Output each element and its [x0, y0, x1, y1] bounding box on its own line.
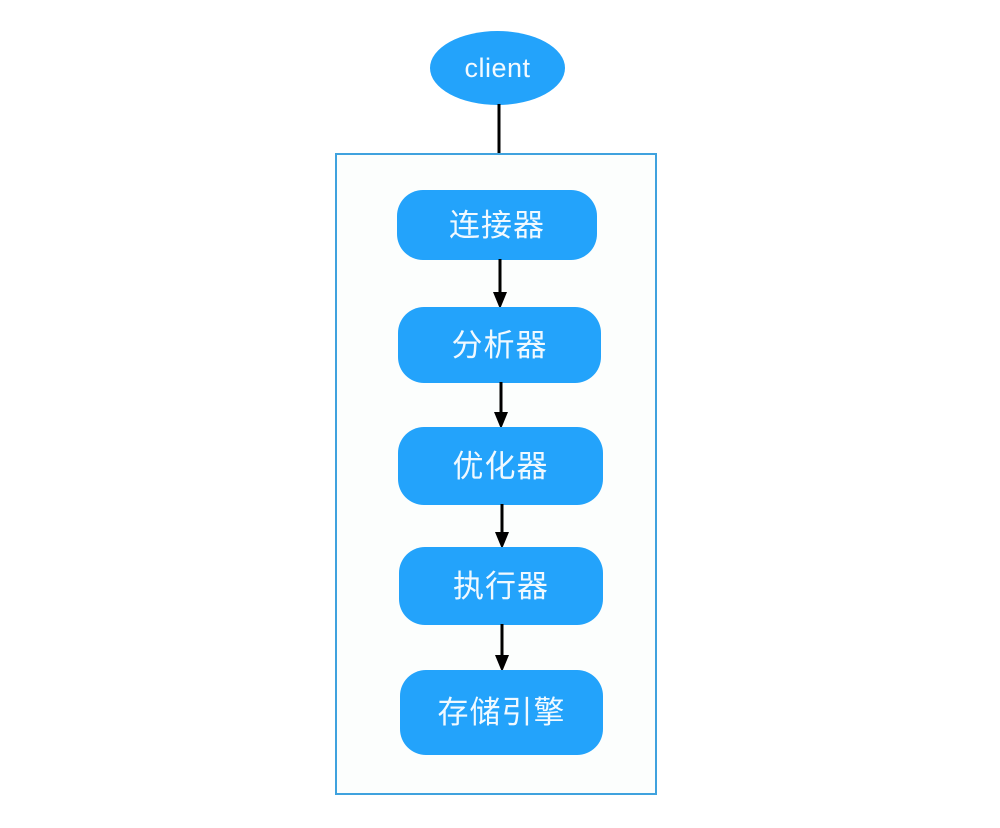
arrow-analyzer-to-optimizer [490, 382, 512, 429]
node-executor-label: 执行器 [453, 568, 549, 604]
arrow-optimizer-to-executor [491, 504, 513, 549]
node-connector-label: 连接器 [449, 207, 545, 243]
node-client: client [430, 31, 565, 105]
arrow-connector-to-analyzer [489, 259, 511, 309]
node-connector: 连接器 [397, 190, 597, 260]
node-client-label: client [464, 52, 531, 83]
node-executor: 执行器 [399, 547, 603, 625]
node-optimizer-label: 优化器 [452, 448, 549, 484]
node-optimizer: 优化器 [398, 427, 603, 505]
node-analyzer-label: 分析器 [451, 327, 548, 363]
arrow-executor-to-storage-engine [491, 624, 513, 672]
node-storage-engine-label: 存储引擎 [437, 695, 566, 730]
node-storage-engine: 存储引擎 [400, 670, 603, 755]
node-analyzer: 分析器 [398, 307, 601, 383]
